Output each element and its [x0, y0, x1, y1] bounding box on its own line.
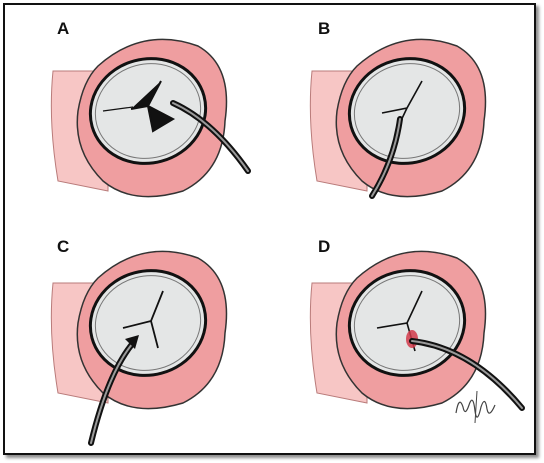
panel-b: B — [272, 11, 538, 235]
valve-illustration-a — [50, 38, 251, 198]
figure-frame: A B C — [3, 3, 536, 455]
valve-illustration-b — [309, 38, 487, 199]
artist-signature — [455, 390, 496, 424]
panel-c: C — [13, 233, 279, 457]
panel-a: A — [13, 11, 279, 235]
panel-label-a: A — [57, 19, 70, 38]
valve-illustration-c — [50, 250, 228, 446]
valve-illustration-d — [309, 250, 525, 411]
panel-d: D — [272, 233, 538, 457]
panel-label-d: D — [318, 237, 331, 256]
panel-label-b: B — [318, 19, 331, 38]
panel-label-c: C — [57, 237, 70, 256]
